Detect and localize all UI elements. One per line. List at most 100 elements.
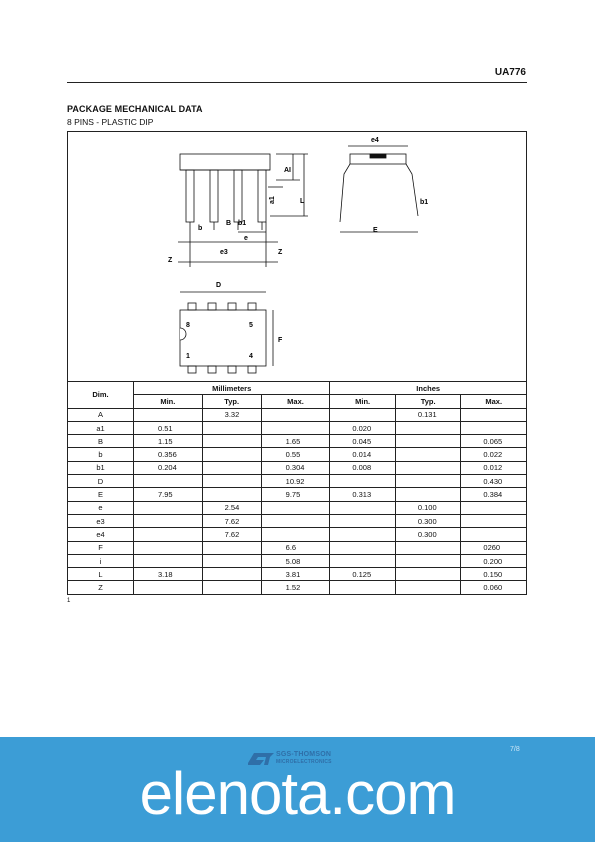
label-A: A [284,167,289,174]
section-subtitle: 8 PINS - PLASTIC DIP [67,117,154,127]
row-5-dim: D [67,474,134,489]
row-8-in-min [329,513,396,529]
pin-5-label: 5 [249,322,253,329]
row-3-in-typ [394,447,462,462]
row-12-mm-typ [201,567,262,582]
row-3-mm-min: 0.356 [133,447,203,462]
pin-1-label: 1 [186,353,190,360]
row-4-in-min: 0.008 [329,460,396,476]
row-7-in-typ: 0.100 [394,500,462,515]
row-0-mm-max [260,407,331,422]
end-view [339,145,419,233]
row-3-mm-max: 0.55 [260,447,331,462]
st-logo-icon [248,753,274,765]
row-0-dim: A [67,407,134,422]
row-11-mm-max: 5.08 [260,553,331,569]
table-row: a1 0.51 0.020 [67,420,527,436]
label-F: F [278,337,283,344]
row-2-in-min: 0.045 [329,434,396,449]
row-13-mm-min [133,580,203,595]
row-1-mm-max [260,420,331,436]
footer-band [0,737,595,842]
row-9-mm-min [133,527,203,542]
row-3-in-max: 0.022 [460,447,527,462]
row-6-mm-max: 9.75 [260,487,331,502]
label-Z-left: Z [168,257,173,264]
row-1-mm-min: 0.51 [133,420,203,436]
dimension-rows: A 3.32 0.131 a1 0.51 0.020 B 1.15 1.65 0… [67,407,527,595]
row-8-dim: e3 [67,513,134,529]
row-3-mm-typ [201,447,262,462]
package-drawing: A I L a1 b B b1 e e3 Z Z e4 E b1 [67,131,527,381]
table-row: B 1.15 1.65 0.045 0.065 [67,434,527,449]
row-11-mm-min [133,553,203,569]
row-10-mm-max: 6.6 [260,540,331,555]
col-in-typ: Typ. [394,394,462,409]
row-4-in-max: 0.012 [460,460,527,476]
table-row: E 7.95 9.75 0.313 0.384 [67,487,527,502]
row-6-in-max: 0.384 [460,487,527,502]
row-2-mm-typ [201,434,262,449]
row-13-in-min [329,580,396,595]
row-12-in-typ [394,567,462,582]
dimension-table: Dim. Millimeters Inches Min. Typ. Max. M… [67,380,527,595]
col-in-max: Max. [460,394,527,409]
row-5-in-min [329,474,396,489]
brand-line-1: SGS-THOMSON [276,751,332,758]
row-7-mm-min [133,500,203,515]
row-0-mm-min [133,407,203,422]
row-7-in-max [460,500,527,515]
part-number: UA776 [494,67,526,78]
table-row: A 3.32 0.131 [67,407,527,422]
row-1-in-typ [394,420,462,436]
table-row: e4 7.62 0.300 [67,527,527,542]
row-0-in-min [329,407,396,422]
row-5-in-max: 0.430 [460,474,527,489]
row-9-mm-typ: 7.62 [201,527,262,542]
col-dim: Dim. [67,381,134,409]
row-5-in-typ [394,474,462,489]
row-9-in-min [329,527,396,542]
table-row: e3 7.62 0.300 [67,513,527,529]
table-row: L 3.18 3.81 0.125 0.150 [67,567,527,582]
row-8-in-typ: 0.300 [394,513,462,529]
row-1-in-min: 0.020 [329,420,396,436]
table-row: Z 1.52 0.060 [67,580,527,595]
row-4-mm-min: 0.204 [133,460,203,476]
row-8-mm-max [260,513,331,529]
col-inches: Inches [329,380,527,396]
label-E: E [373,227,378,234]
row-13-mm-max: 1.52 [260,580,331,595]
row-2-in-max: 0.065 [460,434,527,449]
row-12-mm-min: 3.18 [133,567,203,582]
section-title: PACKAGE MECHANICAL DATA [67,104,203,114]
table-row: b1 0.204 0.304 0.008 0.012 [67,460,527,476]
row-13-dim: Z [67,580,134,595]
label-Z-right: Z [278,249,283,256]
label-e: e [244,235,248,242]
row-6-dim: E [67,487,134,502]
row-9-in-typ: 0.300 [394,527,462,542]
row-9-dim: e4 [67,527,134,542]
table-row: D 10.92 0.430 [67,474,527,489]
row-7-mm-max [260,500,331,515]
row-9-in-max [460,527,527,542]
label-b1: b1 [238,220,246,227]
table-row: e 2.54 0.100 [67,500,527,515]
label-e4: e4 [371,137,379,144]
row-8-mm-typ: 7.62 [201,513,262,529]
row-7-dim: e [67,500,134,515]
row-12-in-min: 0.125 [329,567,396,582]
label-L: L [300,198,305,205]
brand-name: SGS-THOMSON MICROELECTRONICS [276,751,332,765]
row-1-in-max [460,420,527,436]
row-4-in-typ [394,460,462,476]
row-11-in-min [329,553,396,569]
row-10-mm-min [133,540,203,555]
row-5-mm-min [133,474,203,489]
row-6-in-typ [394,487,462,502]
row-10-dim: F [67,540,134,555]
top-view [179,291,274,374]
table-row: i 5.08 0.200 [67,553,527,569]
row-2-dim: B [67,434,134,449]
